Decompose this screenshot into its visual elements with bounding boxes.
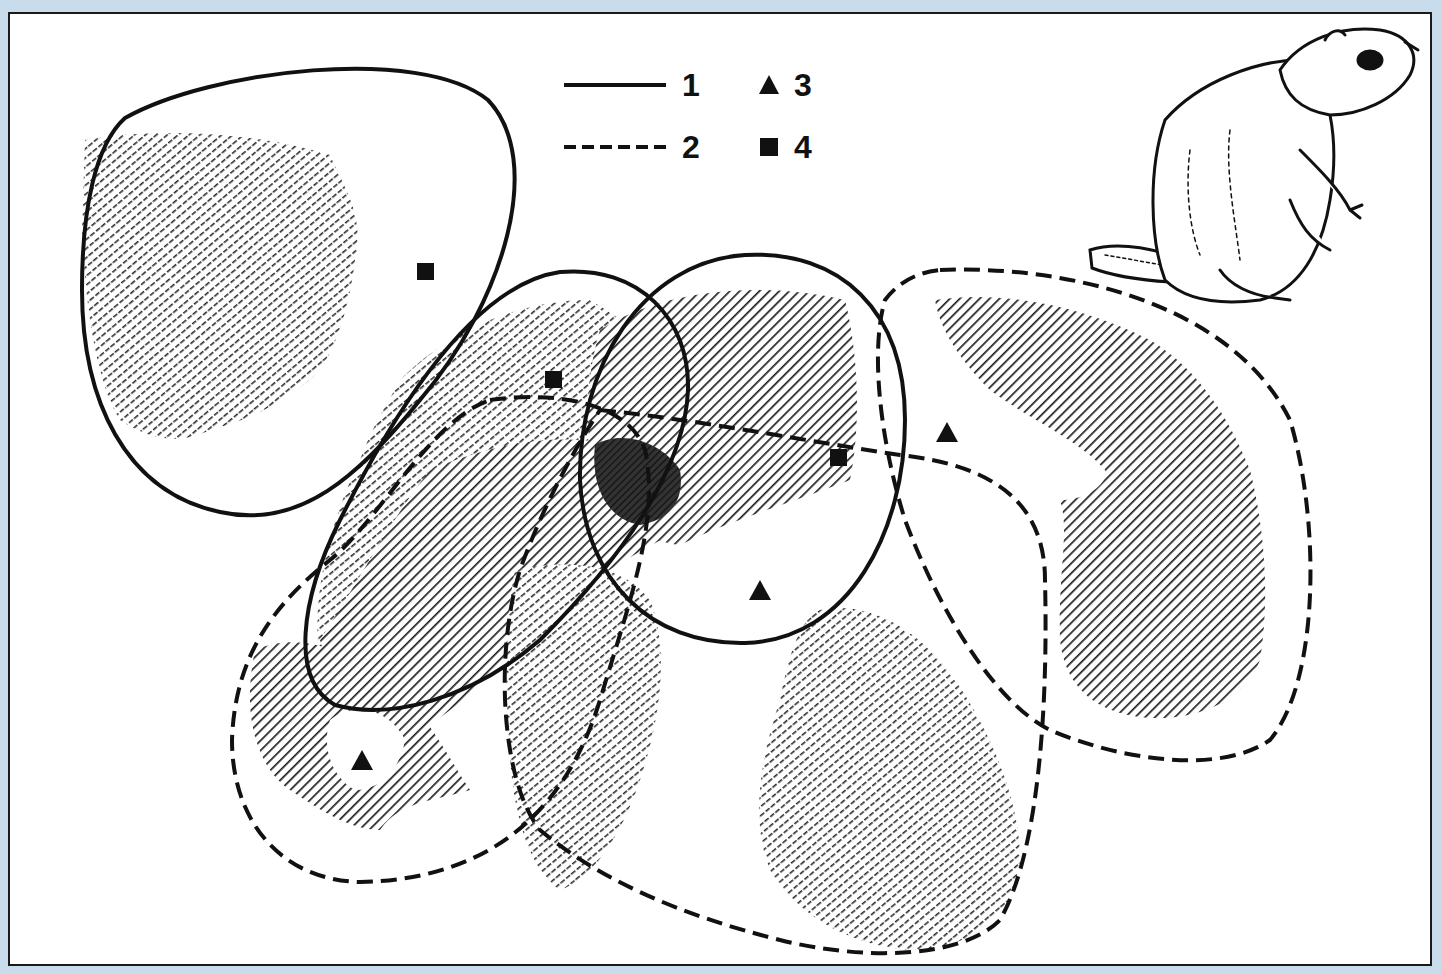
legend-label: 4 [794, 131, 812, 163]
legend-entry: 2 [562, 130, 700, 164]
legend-swatch [562, 68, 668, 102]
ground-squirrel [1090, 29, 1418, 302]
legend-swatch [562, 130, 668, 164]
legend-entry: 4 [758, 130, 812, 164]
legend-entry: 1 [562, 68, 700, 102]
dashed-ranges [232, 270, 1310, 954]
solid-ranges [82, 69, 905, 710]
legend-label: 1 [682, 69, 700, 101]
legend-entry: 3 [758, 68, 812, 102]
legend-swatch [758, 68, 780, 102]
hatched-areas [82, 133, 1265, 950]
legend-label: 3 [794, 69, 812, 101]
legend-swatch [758, 130, 780, 164]
legend-label: 2 [682, 131, 700, 163]
burrow-markers [351, 263, 958, 770]
